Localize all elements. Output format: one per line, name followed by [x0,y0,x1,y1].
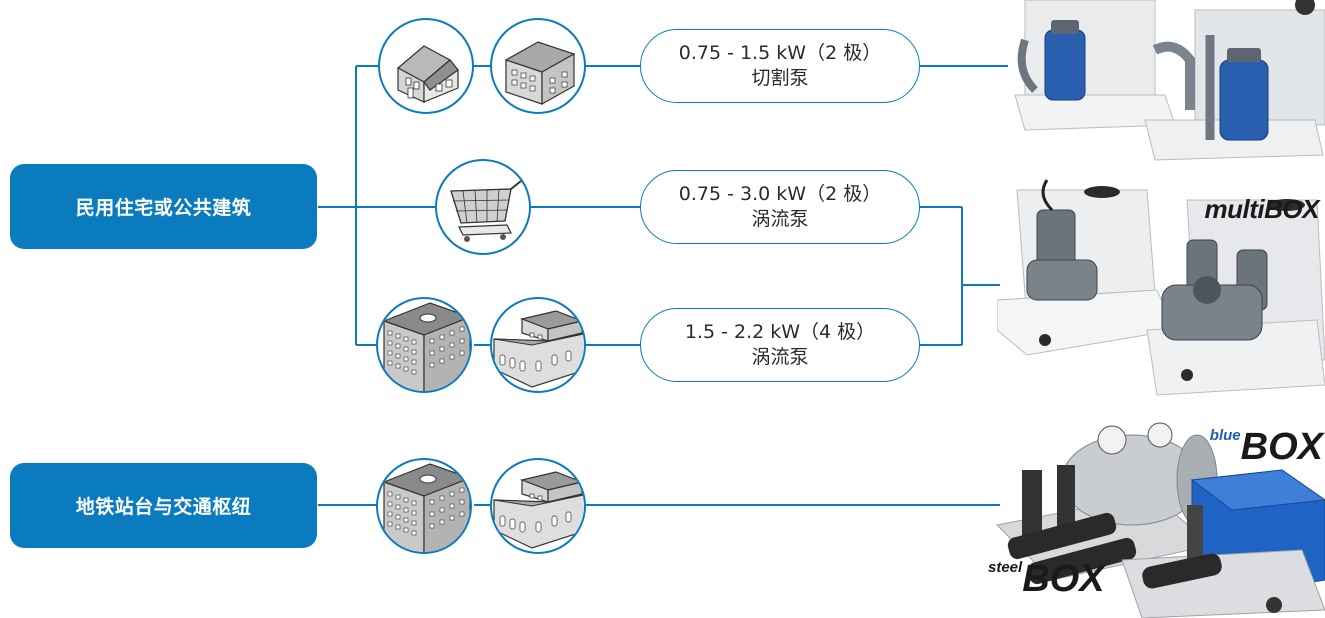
station-building-circle [490,458,586,554]
steelbox-logo: steelBOX [988,560,1105,598]
pump-spec-pill: 0.75 - 1.5 kW（2 极） 切割泵 [640,29,920,103]
steelbox-main: BOX [1022,558,1105,600]
category-metro-transport: 地铁站台与交通枢纽 [10,463,317,548]
pump-spec: 0.75 - 1.5 kW（2 极） [678,42,882,64]
multibox-logo: multiBOX [1204,194,1320,224]
shopping-cart-icon [450,180,522,242]
product-image-multibox: multiBOX [997,170,1325,400]
house-circle [378,18,474,114]
category-label: 民用住宅或公共建筑 [75,197,252,219]
townhouse-circle [490,18,586,114]
townhouse-icon [504,41,576,106]
pump-spec: 1.5 - 2.2 kW（4 极） [684,321,876,343]
station-building-icon [493,310,584,388]
bluebox-prefix: blue [1209,427,1241,444]
category-label: 地铁站台与交通枢纽 [75,496,252,518]
product-image-steelbox-bluebox: blueBOX steelBOX [982,410,1325,618]
category-residential-public: 民用住宅或公共建筑 [10,164,317,249]
pump-type: 切割泵 [751,67,809,89]
office-building-circle [376,458,472,554]
station-building-circle [490,297,586,393]
pump-spec-pill: 1.5 - 2.2 kW（4 极） 涡流泵 [640,308,920,382]
office-building-icon [382,463,470,552]
bluebox-logo: blueBOX [1210,428,1323,466]
station-building-icon [493,471,584,549]
steelbox-prefix: steel [988,559,1023,576]
pump-type: 涡流泵 [751,346,809,368]
shopping-cart-circle [435,159,531,255]
office-building-circle [376,297,472,393]
office-building-icon [382,302,470,391]
house-icon [396,45,459,103]
product-image-cutter-pump-station [1005,0,1325,165]
pump-type: 涡流泵 [751,208,809,230]
pump-spec-pill: 0.75 - 3.0 kW（2 极） 涡流泵 [640,170,920,244]
pump-spec: 0.75 - 3.0 kW（2 极） [678,183,882,205]
bluebox-main: BOX [1240,426,1323,468]
